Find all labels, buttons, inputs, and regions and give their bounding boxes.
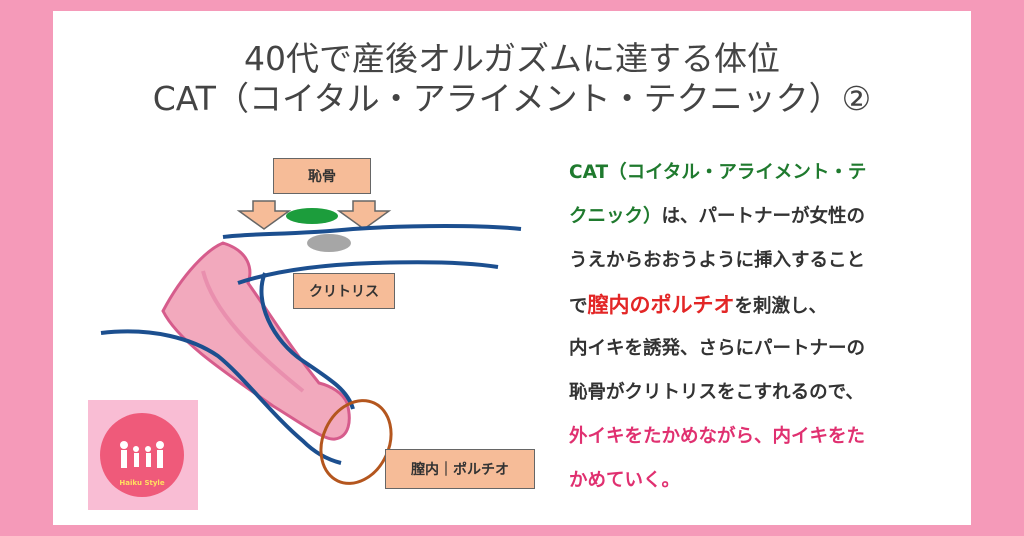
desc-line-6: 恥骨がクリトリスをこすれるので、 [569, 382, 864, 403]
title-line-2: CAT（コイタル・アライメント・テクニック）② [152, 79, 872, 118]
desc-line-3: うえからおおうように挿入すること [569, 250, 866, 271]
label-vaginal-portio: 膣内｜ポルチオ [385, 449, 535, 489]
desc-line-1: CAT（コイタル・アライメント・テ [569, 162, 867, 183]
logo-caption: Haiku Style [119, 479, 165, 487]
arrow-left-icon [236, 200, 292, 230]
label-clitoris: クリトリス [293, 273, 395, 309]
brand-logo: Haiku Style [88, 400, 198, 510]
desc-line-5: 内イキを誘発、さらにパートナーの [569, 338, 866, 359]
title-line-1: 40代で産後オルガズムに達する体位 [243, 39, 780, 78]
clitoris-spot [307, 234, 351, 252]
desc-line-4-pre: で [569, 296, 588, 317]
desc-line-8: かめていく。 [569, 470, 681, 491]
desc-line-2-rest: は、パートナーが女性の [661, 206, 866, 227]
female-body-line-lower [100, 329, 342, 465]
partner-body-line [222, 224, 522, 239]
logo-circle: Haiku Style [100, 413, 184, 497]
pubic-contact-spot [286, 208, 338, 224]
anatomy-diagram [100, 200, 522, 485]
desc-line-2-green: クニック） [569, 206, 662, 227]
page-title: 40代で産後オルガズムに達する体位 CAT（コイタル・アライメント・テクニック）… [53, 39, 971, 119]
family-icon [120, 441, 164, 468]
desc-line-4-post: を刺激し、 [734, 296, 828, 317]
arrow-right-icon [336, 200, 392, 230]
penis-highlight [201, 270, 305, 393]
desc-line-4-red: 膣内のポルチオ [587, 293, 735, 317]
content-card: 40代で産後オルガズムに達する体位 CAT（コイタル・アライメント・テクニック）… [53, 11, 971, 525]
desc-line-7: 外イキをたかめながら、内イキをた [569, 426, 866, 447]
female-body-line-upper [237, 260, 499, 285]
label-pubic-bone: 恥骨 [273, 158, 371, 194]
description: CAT（コイタル・アライメント・テ クニック）は、パートナーが女性の うえからお… [569, 151, 969, 503]
female-canal-line [259, 272, 355, 410]
